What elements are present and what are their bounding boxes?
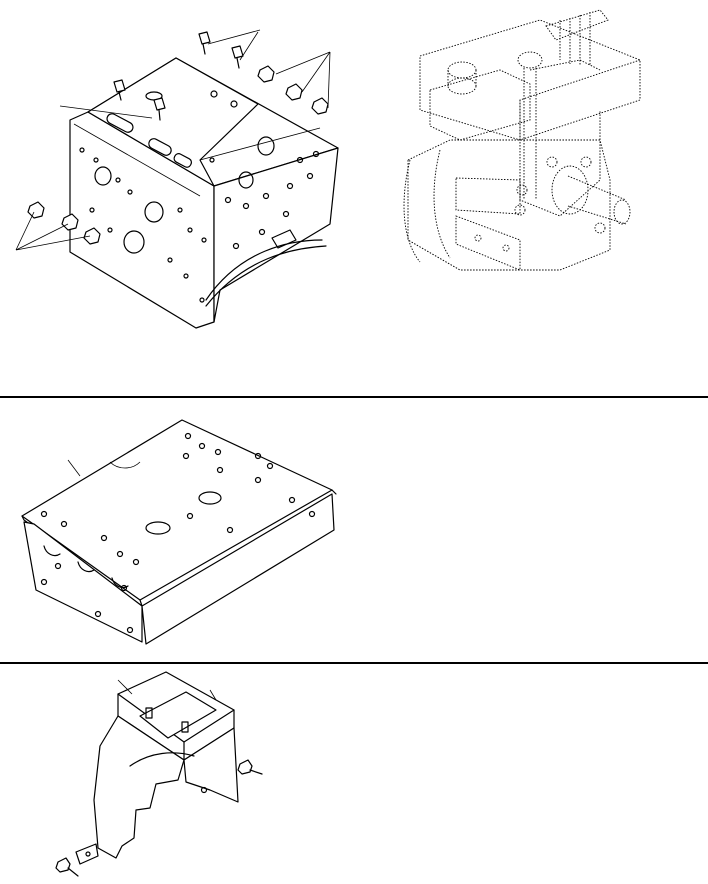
frame-assembly-drawing [69, 57, 339, 329]
hex-screw-fasteners [27, 31, 329, 245]
callout-leaders-panel-1 [15, 29, 331, 251]
engine-drawing [403, 9, 641, 271]
section-divider-top [0, 396, 708, 398]
shroud-bracket-drawing [55, 671, 263, 877]
section-divider-bottom [0, 662, 708, 664]
engine-base-plate-drawing [21, 419, 337, 645]
